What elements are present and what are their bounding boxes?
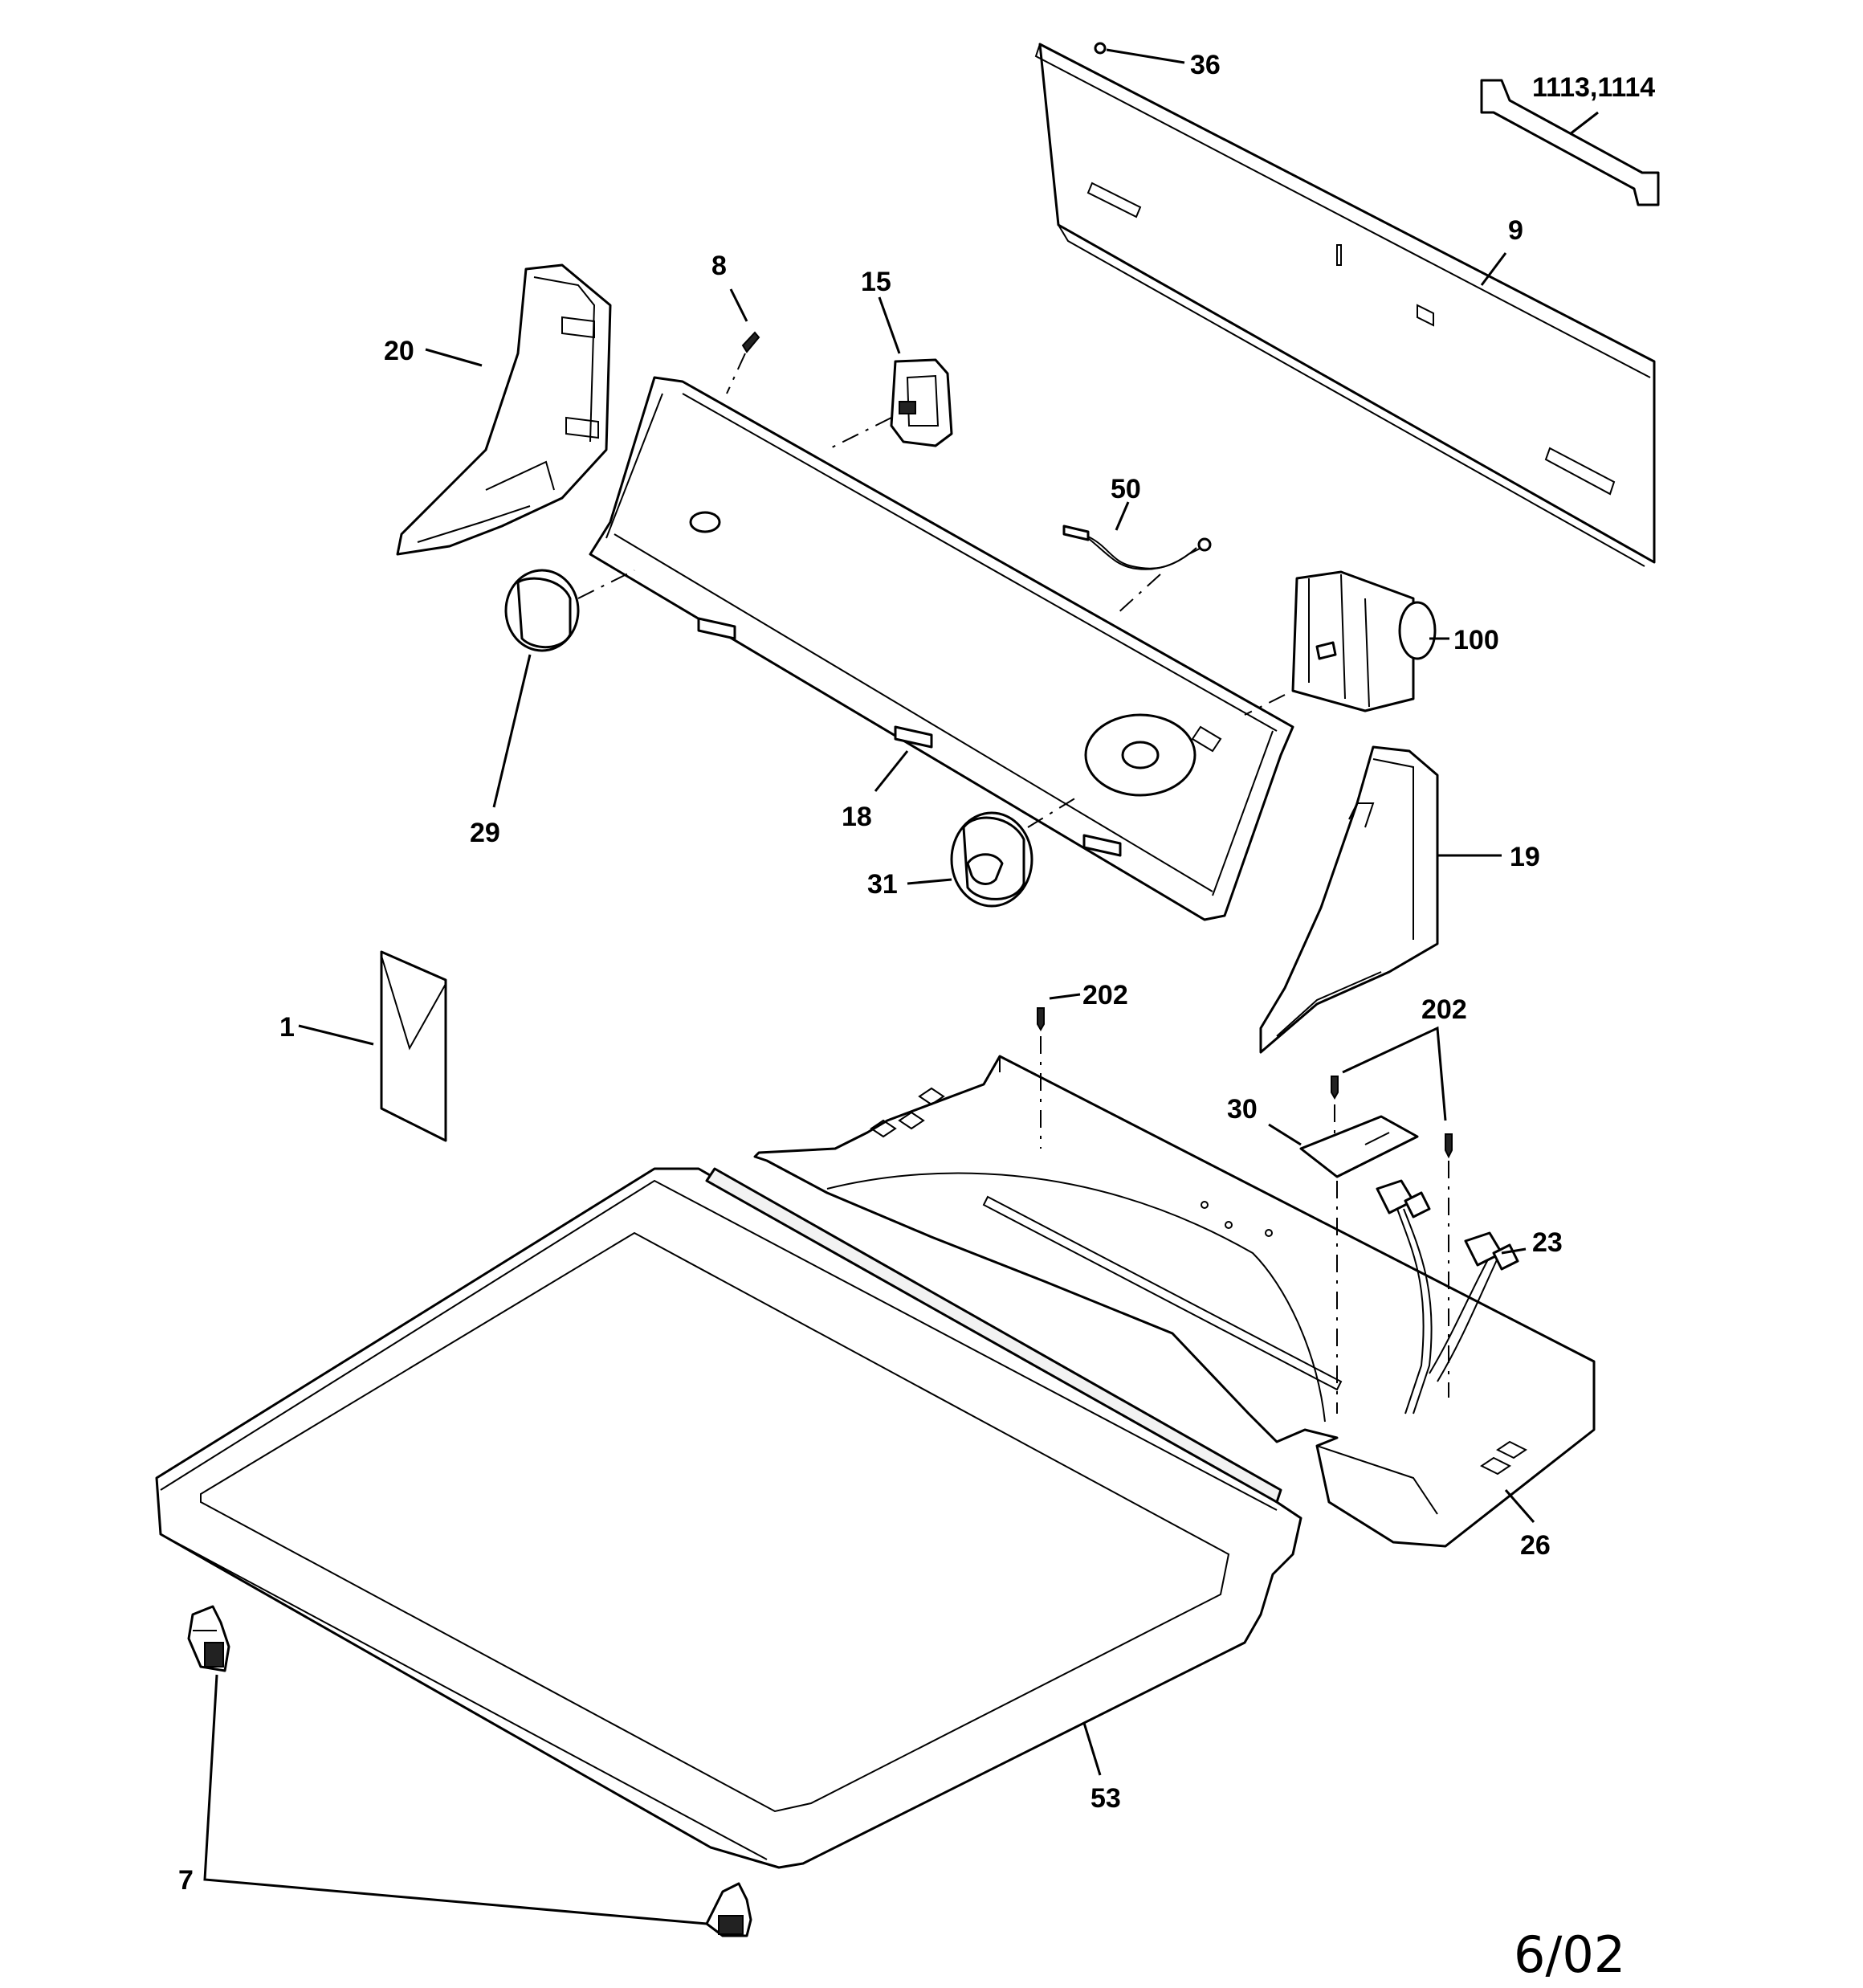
control-panel-part-18 [589,376,1294,921]
clip-part-7-right [705,1882,752,1937]
callout-202-b: 202 [1421,994,1467,1025]
callout-100: 100 [1453,625,1499,655]
rear-panel-part-9 [1034,43,1656,567]
callout-29: 29 [470,818,500,848]
callout-1: 1 [279,1012,295,1043]
knob-part-31 [907,794,1081,908]
callout-7: 7 [178,1865,194,1896]
callout-18: 18 [842,802,872,832]
callout-36: 36 [1190,50,1221,80]
callout-23: 23 [1532,1227,1563,1258]
switch-part-15 [826,296,953,451]
left-end-cap-part-20 [396,263,612,556]
terminals-part-23 [1376,1179,1527,1414]
top-brace-part-26 [753,1055,1596,1548]
leader-part-7 [203,1674,707,1925]
screw-part-202-b [1331,1026,1453,1398]
literature-part-1 [298,950,447,1142]
right-end-cap-part-19 [1259,745,1502,1054]
leader-part-9 [1480,252,1507,286]
strap-part-1113-1114 [1480,79,1660,206]
callout-15: 15 [861,267,891,297]
screw-part-36 [1094,42,1185,64]
screw-part-8 [726,288,760,394]
clip-part-7-left [187,1605,230,1672]
callout-31: 31 [867,869,898,900]
callout-9: 9 [1508,215,1523,246]
callout-1113-1114: 1113,1114 [1532,72,1655,103]
callout-30: 30 [1227,1094,1258,1125]
knob-part-29 [492,569,635,808]
callout-8: 8 [711,251,727,281]
top-cover-part-53 [155,1167,1302,1869]
callout-19: 19 [1510,842,1540,872]
callout-53: 53 [1090,1783,1121,1814]
timer-part-100 [1244,570,1449,716]
callout-202-a: 202 [1082,980,1128,1010]
plate-part-30 [1268,1115,1419,1414]
callout-50: 50 [1111,474,1141,504]
callout-20: 20 [384,336,414,366]
date-stamp: 6/02 [1514,1925,1625,1984]
callout-26: 26 [1520,1530,1551,1561]
wire-harness-part-50 [1062,501,1212,615]
screw-part-202-a [1037,993,1081,1149]
